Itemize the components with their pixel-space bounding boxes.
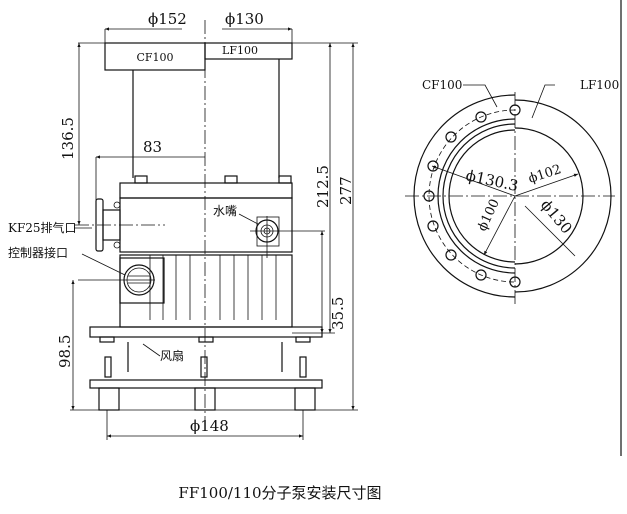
drawing-title: FF100/110分子泵安装尺寸图 [178, 484, 382, 502]
top-plate [119, 182, 293, 199]
heatsink [119, 254, 293, 328]
fan-callout: 风扇 [160, 348, 184, 363]
side-view: ϕ152 ϕ130 CF100 LF100 136.5 83 [8, 10, 358, 440]
dim-277: 277 [337, 176, 355, 205]
lf100-flange [204, 42, 293, 60]
top-cf100-label: CF100 [422, 78, 462, 92]
fan-plate [89, 326, 323, 338]
top-view: CF100 LF100 ϕ130.3 ϕ102 ϕ100 ϕ130 [405, 78, 619, 305]
dim-d102: ϕ102 [527, 162, 564, 187]
lf100-label: LF100 [222, 44, 258, 57]
dim-d130: ϕ130 [537, 196, 576, 237]
dim-136-5: 136.5 [59, 117, 77, 160]
dim-d148: ϕ148 [190, 417, 229, 435]
cf100-label: CF100 [136, 51, 173, 64]
dim-35-5: 35.5 [329, 297, 347, 330]
dim-212-5: 212.5 [314, 165, 332, 208]
dim-d130: ϕ130 [225, 10, 264, 28]
dim-98-5: 98.5 [56, 335, 74, 368]
dim-d152: ϕ152 [148, 10, 187, 28]
dim-d100: ϕ100 [475, 197, 503, 234]
top-lf100-label: LF100 [580, 78, 619, 92]
water-nozzle-callout: 水嘴 [213, 204, 237, 218]
controller-callout: 控制器接口 [8, 245, 68, 260]
exhaust-callout: KF25排气口 [8, 220, 77, 235]
dim-83: 83 [143, 138, 162, 156]
controller-connector [119, 257, 165, 304]
bolt-holes [423, 104, 521, 288]
dim-d130-3: ϕ130.3 [464, 166, 520, 195]
base-plate [89, 379, 323, 389]
